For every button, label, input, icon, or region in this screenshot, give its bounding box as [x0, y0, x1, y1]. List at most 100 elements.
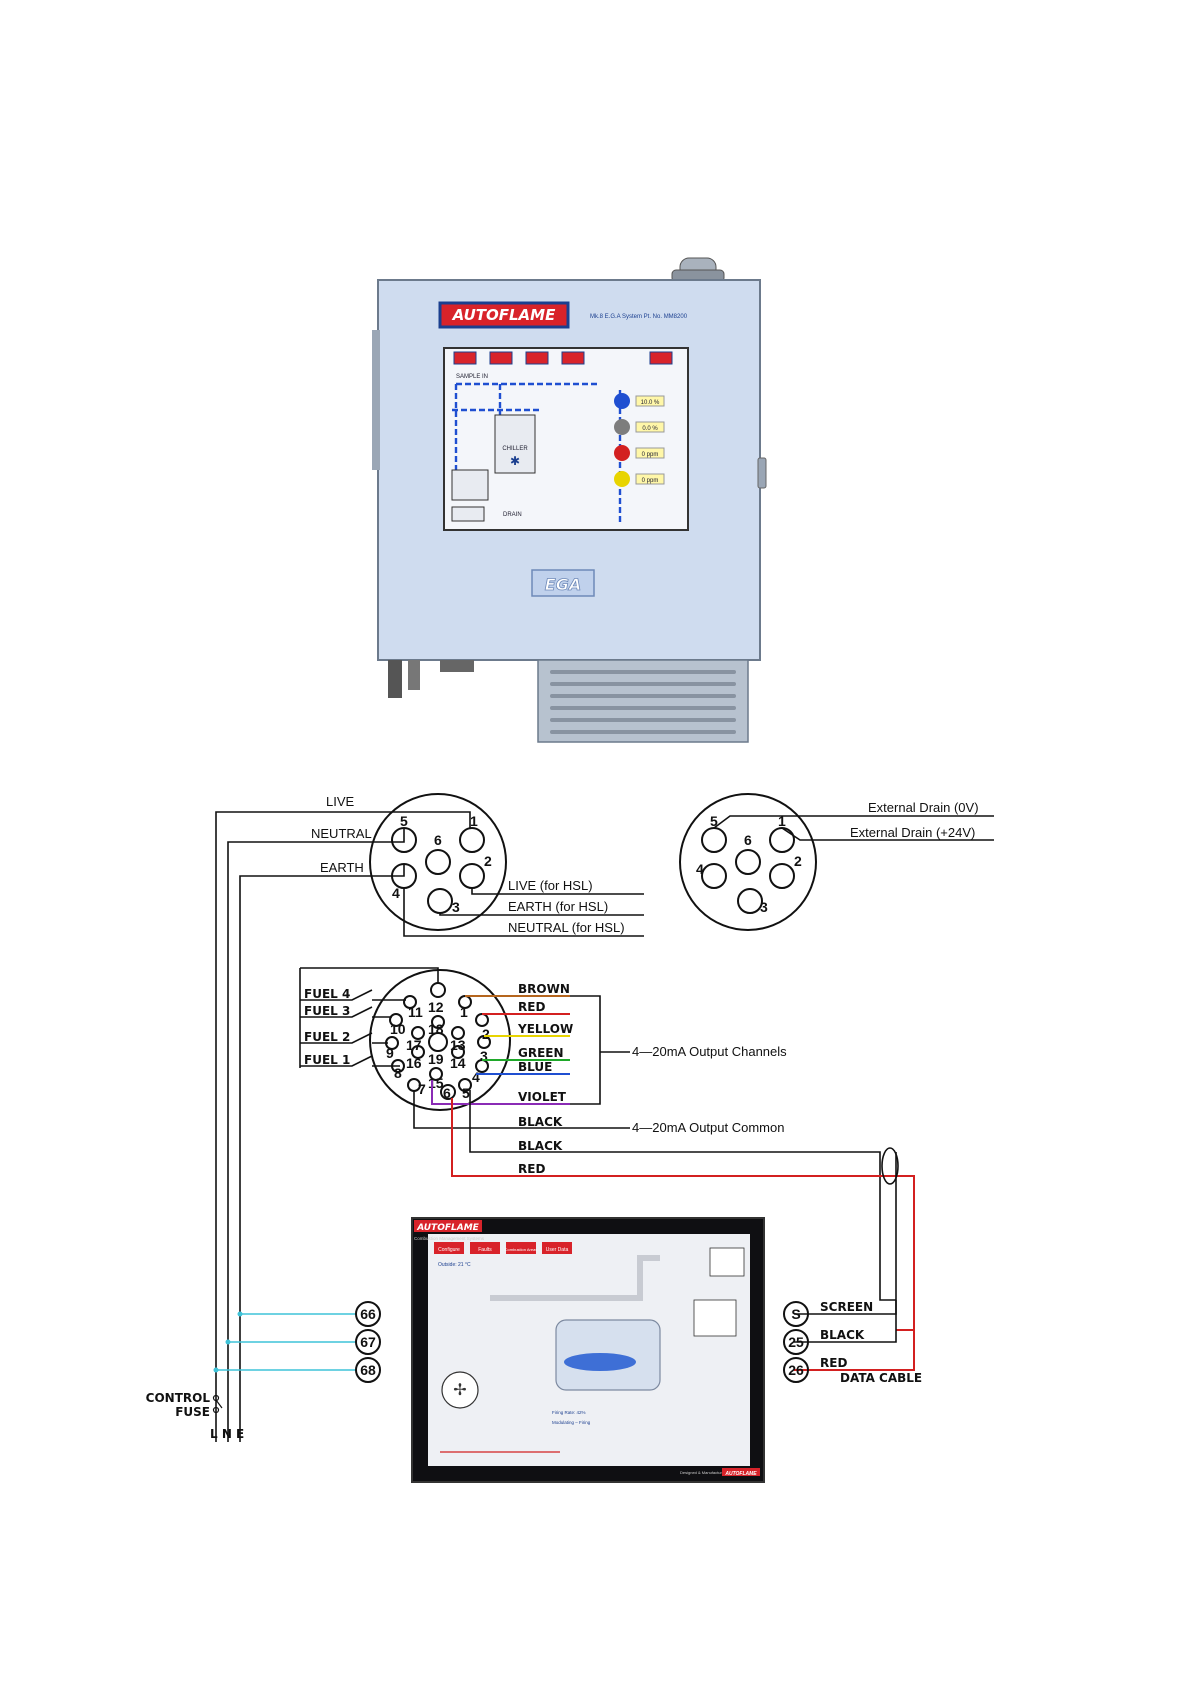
lne-label: L N E: [210, 1427, 244, 1441]
control-label: CONTROL: [146, 1391, 211, 1405]
configure-button[interactable]: [434, 1242, 464, 1254]
pin-number: 13: [450, 1037, 466, 1053]
cabinet-hinge: [372, 330, 380, 470]
pin-number: 4: [472, 1069, 480, 1085]
chiller-box: [494, 414, 536, 474]
ega-unit: AUTOFLAME Mk.8 E.G.A System Pt. No. MM82…: [372, 257, 767, 743]
flue-duct: [490, 1255, 660, 1301]
sample-in-label: SAMPLE IN: [456, 374, 488, 380]
vent-slats: [550, 670, 736, 734]
live-wire: [215, 811, 471, 1442]
signal-pin-14: [451, 1045, 465, 1059]
autoflame-logo-text: AUTOFLAME: [452, 306, 556, 324]
fuel-switches: [300, 989, 406, 1067]
signal-pin-17: [411, 1026, 425, 1040]
terminal-68-label: 68: [360, 1362, 376, 1378]
system-label: Mk.8 E.G.A System Pt. No. MM8200: [590, 314, 688, 320]
pin-number: 4: [696, 861, 704, 877]
pin-number: 6: [443, 1085, 451, 1101]
fuel3-switch: [300, 1006, 392, 1018]
pin-number: 5: [400, 813, 408, 829]
screen-tab-icon: [561, 351, 585, 365]
red-terminal-wire: [794, 1330, 915, 1371]
red-label: RED: [820, 1356, 847, 1370]
co2-icon: [614, 419, 630, 435]
signal-pin-10: [389, 1013, 403, 1027]
red-data-wire: [451, 1098, 915, 1331]
pin-number: 1: [460, 1004, 468, 1020]
earth-hsl-wire: [439, 913, 644, 916]
black-common-label: BLACK: [518, 1115, 563, 1129]
fan-icon: [441, 1371, 479, 1409]
faults-button[interactable]: [470, 1242, 500, 1254]
drain-pin-5: [701, 827, 727, 853]
drain-pin-4: [701, 863, 727, 889]
controller-footer: Designed & Manufactured By: [680, 1470, 732, 1475]
pin-number: 12: [428, 999, 444, 1015]
fuel4-switch: [300, 989, 406, 1001]
pin-number: 15: [428, 1075, 444, 1091]
gland: [388, 660, 402, 698]
pin-number: 16: [406, 1055, 422, 1071]
black-data-wire: [469, 1090, 896, 1301]
signal-pin-2: [475, 1013, 489, 1027]
pin-number: 6: [744, 832, 752, 848]
black-data-label: BLACK: [518, 1139, 563, 1153]
common-black-wire: [413, 1091, 630, 1129]
fuel-3-label: FUEL 3: [304, 1004, 350, 1018]
power-pin-6: [425, 849, 451, 875]
ega-mode-box: [451, 506, 485, 522]
pin-number: 7: [418, 1081, 426, 1097]
signal-pin-9: [385, 1036, 399, 1050]
co-readout: [635, 447, 665, 459]
signal-pin-13: [451, 1026, 465, 1040]
terminal-66-label: 66: [360, 1306, 376, 1322]
drain-connector-ring: [679, 793, 817, 931]
cable-sheath: [881, 1147, 899, 1185]
power-pin-3: [427, 888, 453, 914]
fuse-label: FUSE: [175, 1405, 210, 1419]
ega-badge: [531, 569, 595, 597]
right-terminals: S 25 26 SCREEN BLACK RED DATA CABLE: [783, 1300, 922, 1385]
pin-number: 5: [710, 813, 718, 829]
drain-0v-wire: [713, 815, 994, 829]
terminal-67-label: 67: [360, 1334, 376, 1350]
signal-pin-15: [429, 1067, 443, 1081]
signal-pin-18: [431, 1015, 445, 1029]
drain-label: DRAIN: [503, 512, 522, 518]
user-data-button-label: User Data: [546, 1247, 569, 1253]
screen-tab-icon: [649, 351, 673, 365]
drain-pin-3: [737, 888, 763, 914]
fuel-2-label: FUEL 2: [304, 1030, 350, 1044]
pin-number: 18: [428, 1021, 444, 1037]
terminal-67: [355, 1329, 381, 1355]
red-data-label: RED: [518, 1162, 545, 1176]
configure-button-label: Configure: [438, 1247, 460, 1253]
co-value: 0 ppm: [642, 452, 659, 458]
faults-button-label: Faults: [478, 1247, 492, 1253]
sample-lines: [454, 382, 622, 525]
user-data-button[interactable]: [542, 1242, 572, 1254]
live-hsl-wire: [471, 888, 644, 895]
neutral-hsl-label: NEUTRAL (for HSL): [508, 920, 625, 935]
autoflame-logo: [438, 301, 570, 329]
signal-connector-ring: [369, 969, 511, 1111]
drain-24v-label: External Drain (+24V): [850, 825, 975, 840]
outside-temp: Outside: 21 °C: [438, 1262, 471, 1268]
no-readout: [635, 473, 665, 485]
ega-screen-tabs: [453, 351, 673, 365]
fuel-1-label: FUEL 1: [304, 1053, 350, 1067]
drain-0v-label: External Drain (0V): [868, 800, 979, 815]
pin-number: 17: [406, 1037, 422, 1053]
signal-pin-6: [440, 1084, 456, 1100]
signal-pin-19: [428, 1032, 448, 1052]
o2-readout: [635, 395, 665, 407]
fuel-common-wire: [300, 967, 439, 984]
pin-number: 2: [484, 853, 492, 869]
co2-readout: [635, 421, 665, 433]
blue-label: BLUE: [518, 1060, 552, 1074]
black-terminal-wire: [794, 1300, 897, 1343]
fan-blades-icon: ✢: [453, 1382, 466, 1399]
combustion-areas-button[interactable]: [506, 1242, 536, 1254]
